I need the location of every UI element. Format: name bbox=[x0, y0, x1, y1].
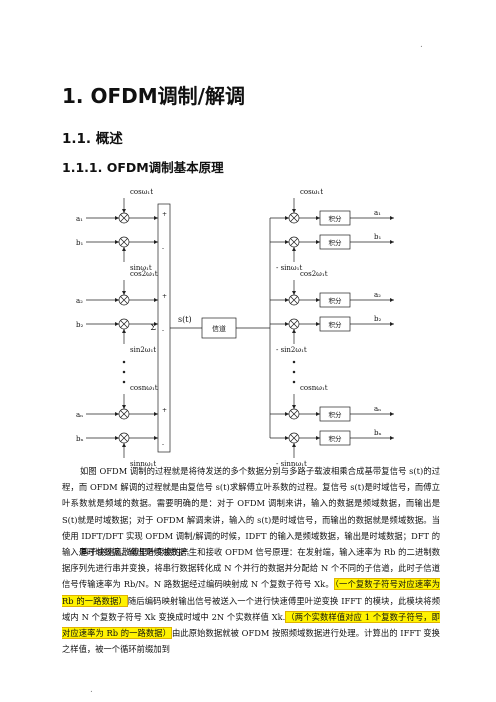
demod-cos-label: cosnω₁t bbox=[300, 384, 328, 392]
sign-label: - bbox=[162, 245, 164, 252]
channel-label: 信道 bbox=[212, 324, 226, 333]
output-a-2: a₂ bbox=[374, 291, 381, 299]
integrator-label: 积分 bbox=[329, 238, 343, 247]
mod-cos-label: cosnω₁t bbox=[130, 384, 158, 392]
mod-sin-label: sinnω₁t bbox=[130, 460, 156, 468]
heading-2: 1.1. 概述 bbox=[62, 131, 123, 147]
heading-1: 1. OFDM调制/解调 bbox=[62, 84, 245, 108]
ellipsis-dot bbox=[122, 380, 126, 384]
paragraph-ofdm-principle: 如图 OFDM 调制的过程就是将待发送的多个数据分别与多路子载波相乘合成基带复信… bbox=[62, 466, 440, 558]
ellipsis-dot bbox=[292, 380, 296, 384]
sign-label: + bbox=[162, 293, 167, 300]
sign-label: + bbox=[162, 211, 167, 218]
sign-label: - bbox=[162, 327, 164, 334]
demod-sin-label: - sin2ω₁t bbox=[276, 346, 307, 354]
demod-sin-label: - sinω₁t bbox=[276, 264, 302, 272]
integrator-label: 积分 bbox=[329, 320, 343, 329]
input-b-1: b₁ bbox=[76, 239, 83, 247]
sign-label: + bbox=[162, 407, 167, 414]
integrator-label: 积分 bbox=[329, 214, 343, 223]
input-a-3: aₙ bbox=[76, 411, 83, 419]
output-a-3: aₙ bbox=[374, 405, 381, 413]
footer-mark: . bbox=[90, 685, 93, 695]
ellipsis-dot bbox=[292, 370, 296, 374]
integrator-label: 积分 bbox=[329, 434, 343, 443]
mod-cos-label: cos2ω₁t bbox=[130, 270, 158, 278]
output-b-1: b₁ bbox=[374, 233, 381, 241]
demod-cos-label: cosω₁t bbox=[300, 188, 323, 196]
ellipsis-dot bbox=[122, 370, 126, 374]
st-label: s(t) bbox=[178, 315, 192, 324]
heading-3: 1.1.1. OFDM调制基本原理 bbox=[62, 160, 224, 175]
input-a-1: a₁ bbox=[76, 215, 83, 223]
output-b-3: bₙ bbox=[374, 429, 382, 437]
input-b-3: bₙ bbox=[76, 435, 84, 443]
sign-label: - bbox=[162, 441, 164, 448]
demod-sin-label: - sinnω₁t bbox=[276, 460, 307, 468]
input-b-2: b₂ bbox=[76, 321, 83, 329]
ellipsis-dot bbox=[122, 360, 126, 364]
output-a-1: a₁ bbox=[374, 209, 381, 217]
header-mark: . bbox=[420, 40, 423, 50]
demod-cos-label: cos2ω₁t bbox=[300, 270, 328, 278]
mod-sin-label: sin2ω₁t bbox=[130, 346, 156, 354]
paragraph-text-b: 随后编码映射输出信号被送入一个进行快速傅里叶逆变换 IFFT 的模块，此模块将频… bbox=[62, 595, 440, 622]
paragraph-text-c: 由此原始数据就被 OFDM 按照频域数据进行处理。计算出的 IFFT 变换之样值… bbox=[62, 628, 440, 655]
mod-cos-label: cosω₁t bbox=[130, 188, 153, 196]
input-a-2: a₂ bbox=[76, 297, 83, 305]
mod-sin-label: sinω₁t bbox=[130, 264, 152, 272]
integrator-label: 积分 bbox=[329, 296, 343, 305]
paragraph-text-a: 基于快速离散傅里叶变换的产生和接收 OFDM 信号原理：在发射端，输入速率为 R… bbox=[62, 547, 440, 590]
sigma-symbol: Σ bbox=[150, 323, 156, 332]
integrator-label: 积分 bbox=[329, 410, 343, 419]
paragraph-fft-principle: 基于快速离散傅里叶变换的产生和接收 OFDM 信号原理：在发射端，输入速率为 R… bbox=[62, 544, 440, 657]
ellipsis-dot bbox=[292, 360, 296, 364]
ofdm-block-diagram: Σs(t) 信道 a₁ + 积分 a₁ b₁ - 积分 b₁ cosω₁t sinω₁t cosω₁t -… bbox=[76, 188, 394, 468]
output-b-2: b₂ bbox=[374, 315, 381, 323]
